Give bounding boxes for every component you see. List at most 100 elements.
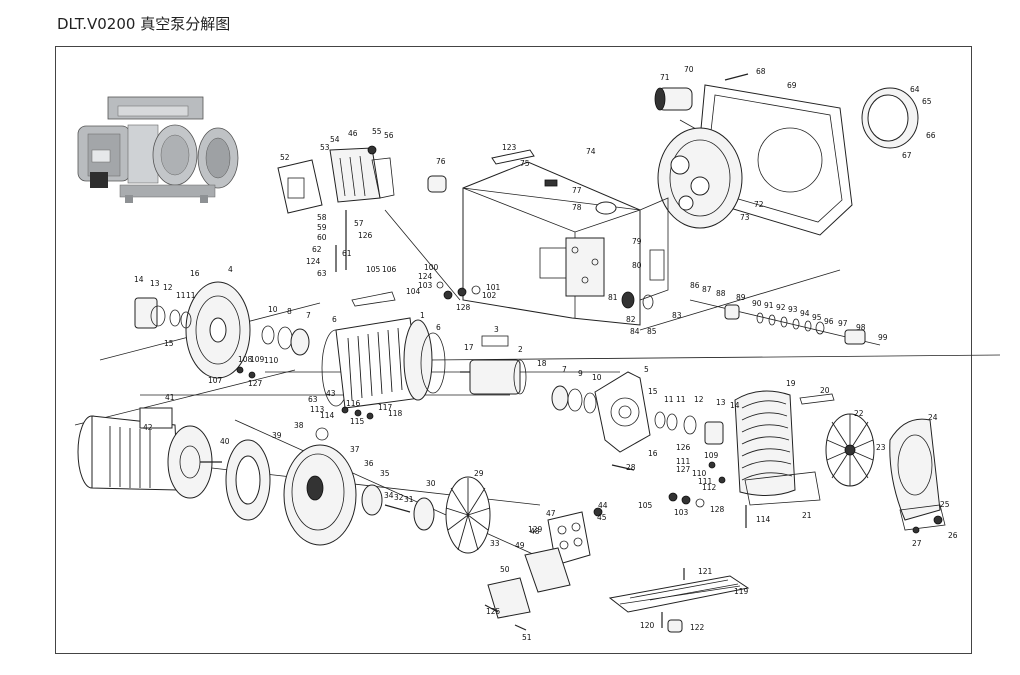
callout: 72	[754, 200, 764, 209]
callout: 7	[306, 311, 311, 320]
callout: 86	[690, 281, 700, 290]
cooling-fan	[825, 413, 875, 487]
callout: 119	[734, 587, 749, 596]
callout: 14	[134, 275, 144, 284]
callout: 124	[306, 257, 321, 266]
callout: 129	[528, 525, 543, 534]
callout: 16	[648, 449, 658, 458]
callout: 63	[317, 269, 327, 278]
callout: 4	[228, 265, 233, 274]
callout: 29	[474, 469, 484, 478]
callout: 99	[878, 333, 888, 342]
callout: 125	[486, 607, 501, 616]
callout: 7	[562, 365, 567, 374]
callout: 52	[280, 153, 290, 162]
callout: 114	[756, 515, 771, 524]
callout: 41	[165, 393, 175, 402]
callout: 2	[518, 345, 523, 354]
callout: 49	[515, 541, 525, 550]
gear-plate	[594, 371, 724, 471]
callout: 78	[572, 203, 582, 212]
coupling-flange	[225, 439, 271, 521]
callout: 19	[786, 379, 796, 388]
callout: 90	[752, 299, 762, 308]
callout: 36	[364, 459, 374, 468]
callout: 33	[490, 539, 500, 548]
callout: 92	[776, 303, 786, 312]
callout: 67	[902, 151, 912, 160]
callout: 103	[418, 281, 433, 290]
callout: 116	[346, 399, 361, 408]
callout: 109	[704, 451, 719, 460]
callout: 76	[436, 157, 446, 166]
callout: 111	[676, 457, 691, 466]
callout: 118	[388, 409, 403, 418]
callout: 104	[406, 287, 421, 296]
callout: 97	[838, 319, 848, 328]
callout: 6	[436, 323, 441, 332]
callout: 12	[163, 283, 173, 292]
callout: 55	[372, 127, 382, 136]
callout: 128	[710, 505, 725, 514]
callout: 8	[287, 307, 292, 316]
callout: 110	[692, 469, 707, 478]
callout: 71	[660, 73, 670, 82]
callout: 81	[608, 293, 618, 302]
callout: 22	[854, 409, 864, 418]
callout: 3	[494, 325, 499, 334]
callout: 112	[702, 483, 717, 492]
diagram-frame	[55, 46, 972, 654]
assembled-pump-photo	[77, 96, 239, 203]
callout: 35	[380, 469, 390, 478]
callout: 59	[317, 223, 327, 232]
callout: 51	[522, 633, 532, 642]
callout: 115	[350, 417, 365, 426]
callout: 91	[764, 301, 774, 310]
callout: 46	[348, 129, 358, 138]
shaft-small-parts	[621, 291, 866, 345]
callout: 11	[186, 291, 196, 300]
callout: 15	[164, 339, 174, 348]
callout: 50	[500, 565, 510, 574]
callout: 96	[824, 317, 834, 326]
callout: 93	[788, 305, 798, 314]
callout: 16	[190, 269, 200, 278]
callout: 106	[382, 265, 397, 274]
front-end-shield	[134, 281, 310, 379]
callout: 68	[756, 67, 766, 76]
terminal-box	[484, 511, 591, 631]
callout: 11	[664, 395, 674, 404]
callout: 13	[716, 398, 726, 407]
callout: 18	[537, 359, 547, 368]
callout: 117	[378, 403, 393, 412]
callout: 113	[310, 405, 325, 414]
cooling-coil-assembly	[734, 390, 835, 528]
callout: 60	[317, 233, 327, 242]
fan-cover	[889, 418, 946, 531]
callout: 126	[676, 443, 691, 452]
callout: 12	[694, 395, 704, 404]
small-hardware	[236, 281, 943, 534]
callout: 34	[384, 491, 394, 500]
callout: 105	[366, 265, 381, 274]
callout: 27	[912, 539, 922, 548]
callout: 57	[354, 219, 364, 228]
callout: 21	[802, 511, 812, 520]
callout: 127	[676, 465, 691, 474]
callout: 64	[910, 85, 920, 94]
callout: 108	[238, 355, 253, 364]
callout: 54	[330, 135, 340, 144]
callout: 114	[320, 411, 335, 420]
callout: 26	[948, 531, 958, 540]
callout: 103	[674, 508, 689, 517]
callout: 62	[312, 245, 322, 254]
callout: 98	[856, 323, 866, 332]
callout: 37	[350, 445, 360, 454]
callout: 32	[394, 493, 404, 502]
callout: 109	[250, 355, 265, 364]
callout: 42	[143, 423, 153, 432]
callout: 120	[640, 621, 655, 630]
callout: 82	[626, 315, 636, 324]
callout: 73	[740, 213, 750, 222]
